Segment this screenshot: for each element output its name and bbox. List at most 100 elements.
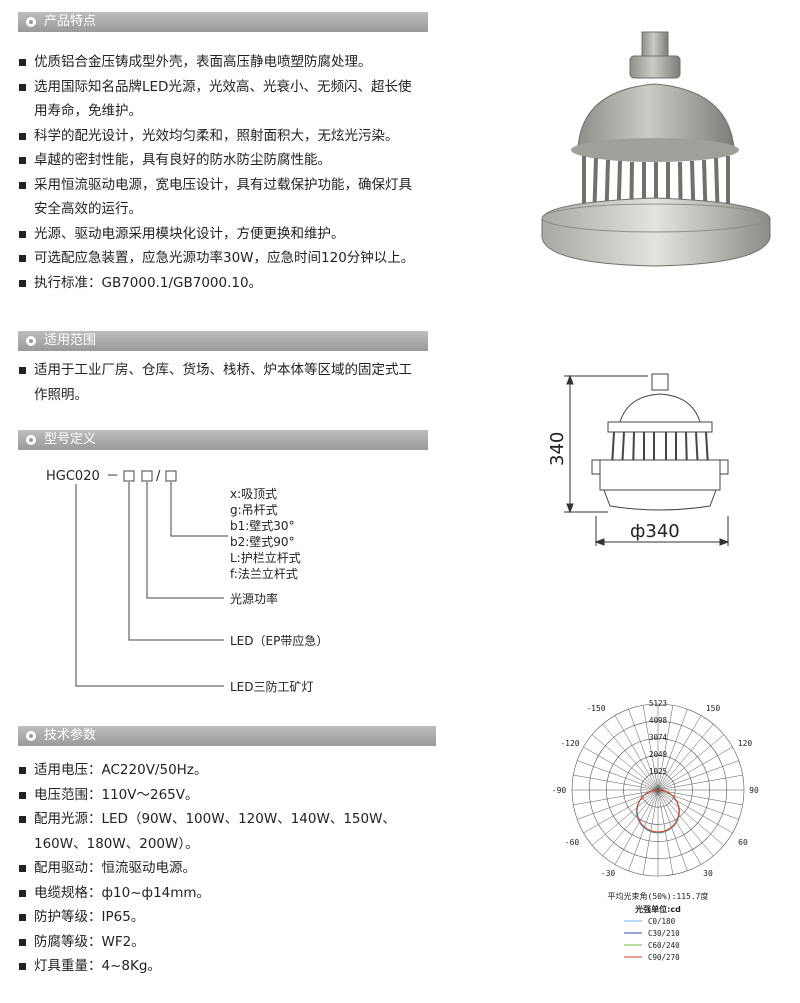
polar-spoke <box>628 789 659 871</box>
scope-item: 适用于工业厂房、仓库、货场、栈桥、炉本体等区域的固定式工 <box>18 358 438 383</box>
feature-item: 执行标准：GB7000.1/GB7000.10。 <box>18 271 438 296</box>
intensity-unit-label: 光强单位:cd <box>634 904 681 914</box>
polar-spoke <box>657 789 674 875</box>
polar-spoke <box>602 789 659 857</box>
mount-option: b1:壁式30° <box>230 518 295 533</box>
beam-angle-text: 平均光束角(50%):115.7度 <box>608 891 709 901</box>
angle-label: 120 <box>738 739 753 748</box>
param-item: 配用驱动：恒流驱动电源。 <box>18 856 448 881</box>
polar-spoke <box>577 760 659 791</box>
height-dimension-label: 340 <box>548 432 568 466</box>
param-item: 灯具重量：4~8Kg。 <box>18 954 448 979</box>
light-distribution-polar-diagram: -150 150 -120 120 -90 90 -60 60 -30 30 5… <box>552 699 759 962</box>
params-list: 适用电压：AC220V/50Hz。 电压范围：110V～265V。 配用光源：L… <box>18 758 448 979</box>
features-section-title: 产品特点 <box>44 14 97 29</box>
polar-spoke <box>657 789 688 871</box>
legend-label: C0/180 <box>648 917 676 926</box>
model-box-led <box>123 470 135 482</box>
angle-label: 150 <box>706 704 721 713</box>
feature-item: 光源、驱动电源采用模块化设计，方便更换和维护。 <box>18 222 438 247</box>
section-bullet-icon <box>26 731 36 741</box>
radial-label: 3074 <box>649 733 668 742</box>
angle-label: -30 <box>601 869 616 878</box>
polar-spoke <box>602 723 659 791</box>
scope-list: 适用于工业厂房、仓库、货场、栈桥、炉本体等区域的固定式工 作照明。 <box>18 358 438 407</box>
param-item: 电缆规格：ф10~ф14mm。 <box>18 881 448 906</box>
section-bullet-icon <box>26 435 36 445</box>
param-item: 适用电压：AC220V/50Hz。 <box>18 758 448 783</box>
feature-item: 卓越的密封性能，具有良好的防水防尘防腐性能。 <box>18 148 438 173</box>
model-box-power <box>141 470 153 482</box>
polar-curve-C90-270 <box>636 789 680 833</box>
polar-spoke <box>583 746 659 791</box>
param-item: 配用光源：LED（90W、100W、120W、140W、150W、 <box>18 807 448 832</box>
mount-option: b2:壁式90° <box>230 534 295 549</box>
polar-spoke <box>591 789 659 846</box>
angle-label: 30 <box>703 869 713 878</box>
mount-option: g:吊杆式 <box>230 503 278 517</box>
radial-label: 5123 <box>649 699 667 708</box>
polar-spoke <box>657 789 743 806</box>
feature-item: 采用恒流驱动电源，宽电压设计，具有过载保护功能，确保灯具 <box>18 173 438 198</box>
model-section-header: 型号定义 <box>18 430 428 450</box>
model-dash: － <box>106 469 119 484</box>
params-section-title: 技术参数 <box>44 728 97 743</box>
polar-spoke <box>583 789 659 834</box>
model-box-mount <box>165 470 177 482</box>
model-code: HGC020 <box>46 469 100 484</box>
dimension-drawing: 340 ф340 <box>548 373 730 546</box>
angle-label: -60 <box>565 838 580 847</box>
polar-spoke <box>642 789 659 875</box>
polar-spoke <box>614 789 659 865</box>
legend-label: C60/240 <box>648 941 680 950</box>
angle-label: 60 <box>738 838 748 847</box>
mount-option: x:吸顶式 <box>230 487 277 501</box>
features-list: 优质铝合金压铸成型外壳，表面高压静电喷塑防腐处理。 选用国际知名品牌LED光源，… <box>18 50 438 295</box>
feature-item: 优质铝合金压铸成型外壳，表面高压静电喷塑防腐处理。 <box>18 50 438 75</box>
polar-spoke <box>628 709 659 791</box>
polar-spoke <box>657 789 725 846</box>
feature-item: 可选配应急装置，应急光源功率30W，应急时间120分钟以上。 <box>18 246 438 271</box>
polar-spoke <box>591 734 659 791</box>
scope-item-continued: 作照明。 <box>34 386 88 403</box>
angle-label: -120 <box>560 739 579 748</box>
scope-section-title: 适用范围 <box>44 333 97 348</box>
param-item: 防护等级：IP65。 <box>18 905 448 930</box>
polar-spoke <box>657 760 739 791</box>
polar-spoke <box>657 789 733 834</box>
product-photo <box>541 31 771 267</box>
product-label: LED三防工矿灯 <box>230 679 314 694</box>
legend-label: C30/210 <box>648 929 680 938</box>
legend-label: C90/270 <box>648 953 680 962</box>
angle-label: 90 <box>749 786 759 795</box>
polar-spoke <box>657 789 702 865</box>
feature-item-continued: 用寿命，免维护。 <box>34 103 142 119</box>
features-section-header: 产品特点 <box>18 12 428 32</box>
model-slash: / <box>156 469 161 484</box>
radial-label: 4098 <box>649 716 668 725</box>
polar-spoke <box>614 715 659 791</box>
polar-spoke <box>657 705 674 791</box>
polar-spoke <box>657 734 725 791</box>
angle-label: -90 <box>552 786 567 795</box>
polar-spoke <box>657 774 743 791</box>
model-code-diagram: HGC020 － / x:吸顶式 g:吊杆式 b1:壁式30° b2:壁式90°… <box>46 469 328 694</box>
polar-spoke <box>573 789 659 806</box>
polar-spoke <box>573 774 659 791</box>
polar-spoke <box>642 705 659 791</box>
polar-spoke <box>657 789 714 857</box>
section-bullet-icon <box>26 17 36 27</box>
param-item: 电压范围：110V～265V。 <box>18 783 448 808</box>
led-label: LED（EP带应急） <box>230 633 328 648</box>
param-item: 防腐等级：WF2。 <box>18 930 448 955</box>
feature-item: 科学的配光设计，光效均匀柔和，照射面积大，无炫光污染。 <box>18 124 438 149</box>
scope-section-header: 适用范围 <box>18 331 428 351</box>
polar-spoke <box>657 723 714 791</box>
mount-option: L:护栏立杆式 <box>230 550 301 565</box>
polar-spoke <box>657 746 733 791</box>
polar-spoke <box>657 709 688 791</box>
params-section-header: 技术参数 <box>18 726 436 746</box>
feature-item: 选用国际知名品牌LED光源，光效高、光衰小、无频闪、超长使 <box>18 75 438 100</box>
model-section-title: 型号定义 <box>44 432 97 447</box>
radial-label: 1025 <box>649 767 667 776</box>
